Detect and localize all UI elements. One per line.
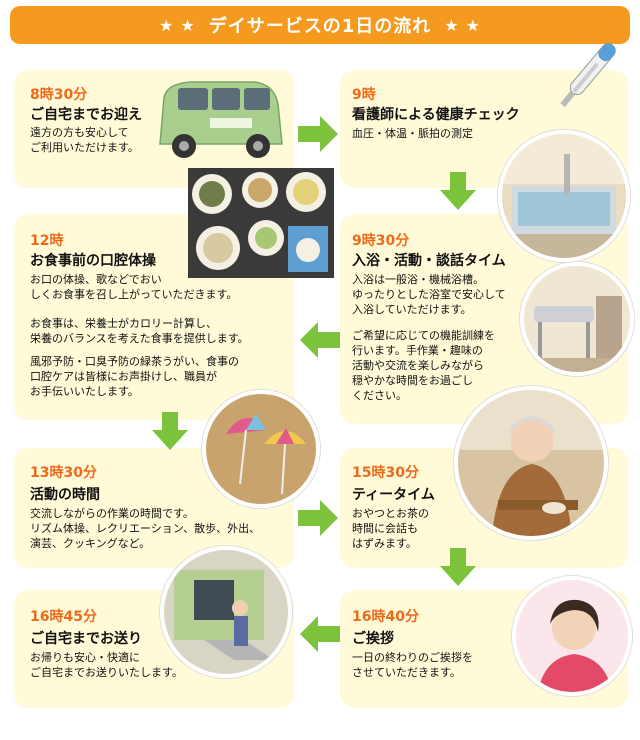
arrow-down-icon: [440, 172, 476, 210]
step-description: ご希望に応じての機能訓練を 行います。手作業・趣味の 活動や交流を楽しみながら …: [352, 329, 495, 402]
arrow-right-icon: [298, 116, 338, 152]
arrow-down-icon: [440, 548, 476, 586]
meal-photo: [188, 168, 334, 278]
step-title: ご自宅までお迎え: [30, 107, 142, 123]
arrow-left-icon: [300, 616, 340, 652]
staff-photo: [512, 576, 632, 696]
star-icon: ★: [180, 15, 196, 35]
paper-umbrellas-photo: [202, 390, 320, 508]
star-icon: ★: [444, 15, 460, 35]
step-description: 交流しながらの作業の時間です。 リズム体操、レクリエーション、散歩、外出、 演芸…: [30, 507, 261, 550]
step-time: 8時30分: [30, 87, 88, 103]
star-icon: ★: [465, 15, 481, 35]
step-time: 16時40分: [352, 609, 419, 625]
step-time: 13時30分: [30, 465, 97, 481]
step-description: お帰りも安心・快適に ご自宅までお送りいたします。: [30, 651, 183, 679]
bathroom-photo: [498, 130, 630, 262]
step-description: 風邪予防・口臭予防の緑茶うがい、食事の 口腔ケアは皆様にお声掛けし、職員が お手…: [30, 355, 239, 398]
step-time: 12時: [30, 233, 64, 249]
step-description: お口の体操、歌などでおい しくお食事を召し上がっていただきます。: [30, 273, 238, 301]
step-description: 一日の終わりのご挨拶を させていただきます。: [352, 651, 473, 679]
step-title: ティータイム: [352, 487, 435, 503]
arrow-right-icon: [298, 500, 338, 536]
step-description: お食事は、栄養士がカロリー計算し、 栄養のバランスを考えた食事を提供します。: [30, 317, 249, 345]
step-description: 遠方の方も安心して ご利用いただけます。: [30, 126, 139, 154]
step-title: ご自宅までお送り: [30, 631, 142, 647]
step-title: ご挨拶: [352, 631, 394, 647]
bath-equipment-photo: [520, 262, 634, 376]
arrow-left-icon: [300, 322, 340, 358]
step-time: 15時30分: [352, 465, 419, 481]
thermometer-icon: [560, 43, 616, 108]
step-title: 入浴・活動・談話タイム: [352, 253, 506, 269]
step-description: おやつとお茶の 時間に会話も はずみます。: [352, 507, 429, 550]
step-time: 16時45分: [30, 609, 97, 625]
step-time: 9時30分: [352, 233, 410, 249]
step-title: 看護師による健康チェック: [352, 107, 520, 123]
arrow-down-icon: [152, 412, 188, 450]
star-icon: ★: [159, 15, 175, 35]
step-title: 活動の時間: [30, 487, 100, 503]
page-header: ★ ★ デイサービスの1日の流れ ★ ★: [10, 6, 630, 44]
step-description: 血圧・体温・脈拍の測定: [352, 127, 473, 140]
elderly-woman-photo: [454, 386, 608, 540]
van-photo: [150, 74, 290, 162]
van-transfer-photo: [160, 546, 292, 678]
step-title: お食事前の口腔体操: [30, 253, 156, 269]
page-title: デイサービスの1日の流れ: [208, 16, 432, 37]
step-description: 入浴は一般浴・機械浴槽。 ゆったりとした浴室で安心して 入浴していただけます。: [352, 273, 506, 316]
step-time: 9時: [352, 87, 376, 103]
